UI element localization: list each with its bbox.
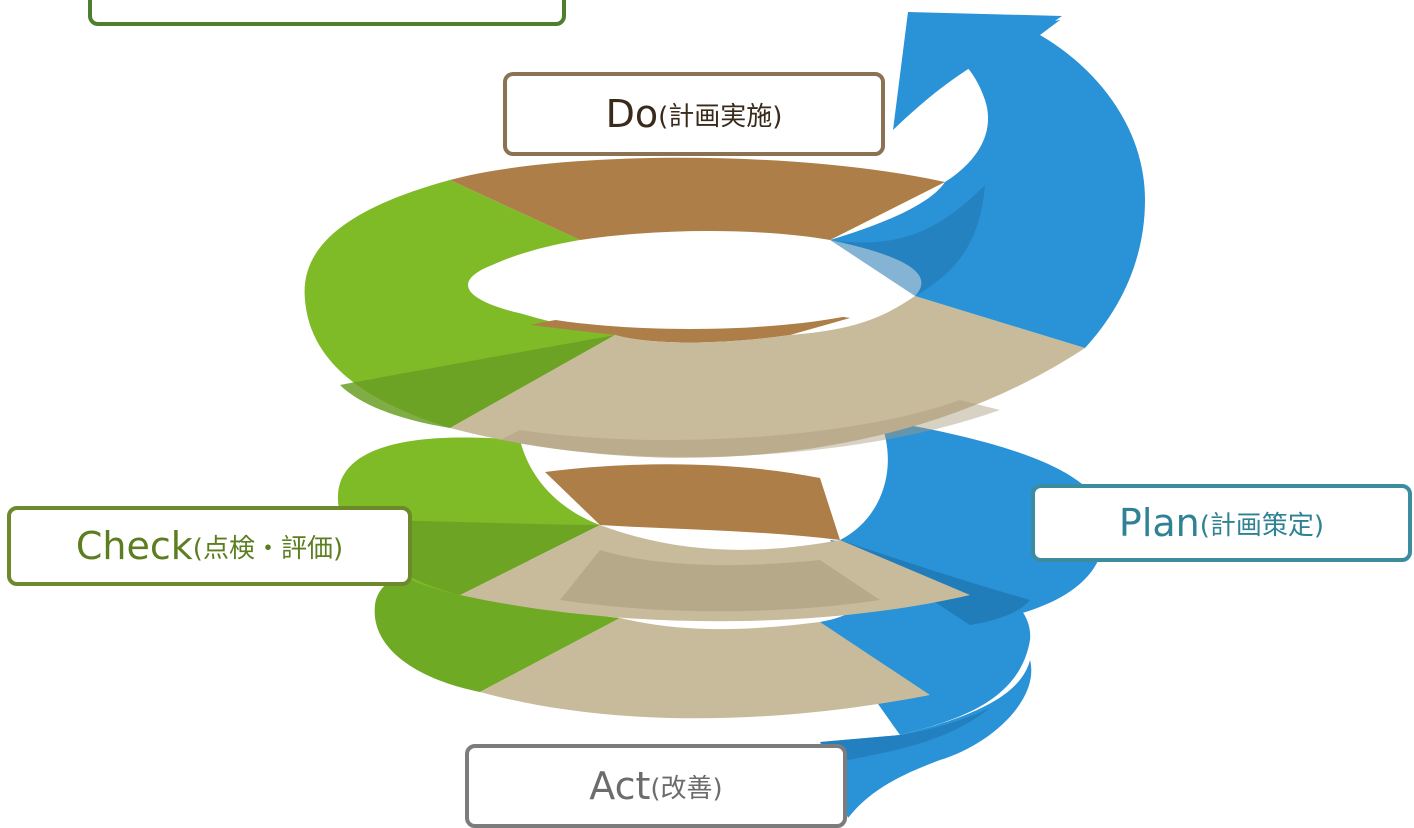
act-label-sub: (改善) — [650, 773, 723, 804]
act-label-main: Act — [589, 764, 651, 808]
do-segment-upper — [450, 157, 945, 240]
check-segment-lower — [374, 560, 620, 692]
spiral-center-hole — [468, 241, 912, 329]
cropped-label-box — [88, 0, 566, 26]
do-label-main: Do — [605, 92, 659, 136]
plan-arrow-head — [893, 12, 1062, 130]
do-segment-middle — [545, 464, 840, 540]
plan-arrow — [820, 12, 1145, 818]
plan-label-sub: (計画策定) — [1199, 510, 1325, 541]
plan-arrow-body — [830, 20, 1145, 348]
check-shadow-upper — [340, 335, 615, 428]
check-shadow-middle — [352, 520, 600, 595]
act-segment-upper — [450, 296, 1085, 458]
spiral-upper-loop — [304, 157, 1085, 458]
act-segment-lower — [480, 618, 930, 719]
check-label-box: Check(点検・評価) — [7, 506, 412, 586]
do-label-sub: (計画実施) — [658, 101, 783, 132]
plan-label-box: Plan(計画策定) — [1031, 484, 1412, 562]
act-shadow-upper — [500, 400, 1000, 457]
check-label-sub: (点検・評価) — [192, 533, 344, 564]
plan-label-main: Plan — [1118, 501, 1200, 545]
check-label-main: Check — [75, 524, 193, 568]
do-label-box: Do(計画実施) — [503, 72, 885, 156]
plan-arrow-tail-shade — [820, 708, 990, 760]
act-label-box: Act(改善) — [465, 744, 847, 828]
plan-arrow-shade — [830, 185, 985, 296]
act-shadow-middle — [560, 550, 880, 612]
